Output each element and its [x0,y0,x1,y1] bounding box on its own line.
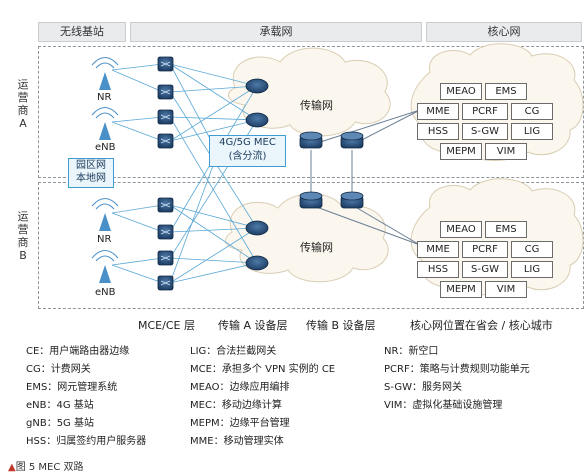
caption-marker: ▲ [8,462,16,473]
operator-b-label: 运营商B [17,210,29,262]
router-icon [245,255,269,271]
mec-box: 4G/5G MEC (含分流) [209,135,286,167]
core-a-box: S-GW [462,123,508,140]
glossary-item: NR：新空口 [384,346,439,357]
core-b-box: CG [511,241,553,258]
glossary-item: eNB：4G 基站 [26,400,94,411]
glossary-item: HSS：归属签约用户服务器 [26,436,147,447]
glossary-item: CE：用户端路由器边缘 [26,346,130,357]
transport-cloud-a [227,47,391,137]
glossary-item: MEAO：边缘应用编排 [190,382,290,393]
core-b-box: EMS [485,221,527,238]
core-a-box: PCRF [462,103,508,120]
antenna-icon-a-enb [91,107,119,140]
core-b-box: MME [417,241,459,258]
antenna-icon-b-nr [91,198,119,231]
glossary-item: gNB：5G 基站 [26,418,94,429]
core-a-box: MEAO [440,83,482,100]
caption-text: 图 5 MEC 双路 [15,462,84,473]
transport-b-label: 传输网 [300,241,333,254]
campus-box: 园区网 本地网 [68,158,114,188]
glossary-item: LIG：合法拦截网关 [190,346,277,357]
node-label: eNB [95,287,116,298]
node-label: eNB [95,142,116,153]
router-icon [245,78,269,94]
operator-a-label: 运营商A [17,78,29,130]
glossary-item: MEPM：边缘平台管理 [190,418,290,429]
glossary-item: MEC：移动边缘计算 [190,400,282,411]
antenna-icon-b-enb [91,250,119,283]
node-label: NR [97,92,112,103]
glossary-item: PCRF：策略与计费规则功能单元 [384,364,530,375]
layer-label-trans-a: 传输 A 设备层 [218,319,288,332]
core-b-box: PCRF [462,241,508,258]
mec-line-1: 4G/5G MEC [219,137,276,148]
core-a-box: HSS [417,123,459,140]
glossary-item: S-GW：服务网关 [384,382,462,393]
core-b-box: LIG [511,261,553,278]
layer-label-trans-b: 传输 B 设备层 [306,319,376,332]
core-a-box: CG [511,103,553,120]
core-b-box: MEPM [440,281,482,298]
header-bearer: 承载网 [130,22,422,42]
glossary-item: CG：计费网关 [26,364,91,375]
glossary-item: EMS：网元管理系统 [26,382,118,393]
antenna-icon-a-nr [91,57,119,90]
mec-line-2: (含分流) [228,151,267,162]
campus-line-1: 园区网 [76,160,106,171]
core-a-box: VIM [485,143,527,160]
router-icon [245,220,269,236]
layer-label-mce: MCE/CE 层 [138,319,195,332]
glossary-item: MCE：承担多个 VPN 实例的 CE [190,364,336,375]
header-wireless: 无线基站 [38,22,126,42]
layer-label-core: 核心网位置在省会 / 核心城市 [410,319,553,332]
core-b-box: VIM [485,281,527,298]
figure-caption: ▲图 5 MEC 双路 [8,458,84,473]
campus-line-2: 本地网 [76,173,106,184]
header-core: 核心网 [426,22,582,42]
glossary-item: MME：移动管理实体 [190,436,284,447]
core-b-box: HSS [417,261,459,278]
core-a-box: EMS [485,83,527,100]
core-a-box: MME [417,103,459,120]
core-a-box: LIG [511,123,553,140]
core-b-box: S-GW [462,261,508,278]
transport-a-label: 传输网 [300,99,333,112]
core-b-box: MEAO [440,221,482,238]
core-a-box: MEPM [440,143,482,160]
node-label: NR [97,234,112,245]
router-icon [245,112,269,128]
glossary-item: VIM：虚拟化基础设施管理 [384,400,503,411]
